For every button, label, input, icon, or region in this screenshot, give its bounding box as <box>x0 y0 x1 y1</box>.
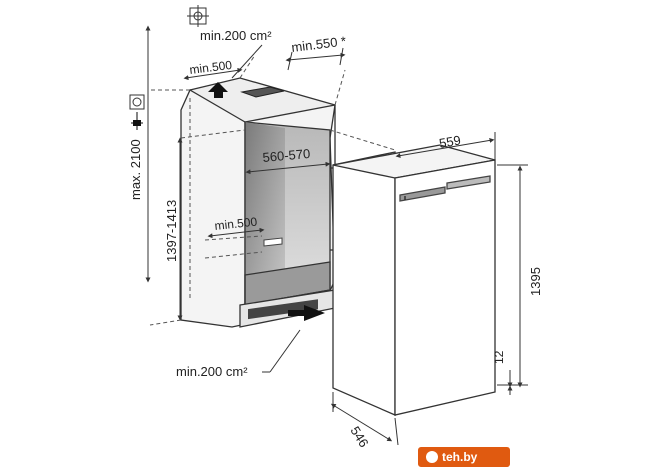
niche-width-label: 560-570 <box>262 146 311 165</box>
base-gap-label: 12 <box>492 350 506 364</box>
top-vent <box>208 82 285 98</box>
watermark: teh.by <box>418 447 510 467</box>
dimension-lines <box>145 25 528 446</box>
vent-top-label: min.200 cm² <box>200 28 272 43</box>
unit-height-label: 1395 <box>528 267 543 296</box>
bottom-vent <box>263 237 325 321</box>
niche-cabinet <box>180 77 336 328</box>
depth-top-label: min.550 * <box>291 33 347 55</box>
gap-top-label: min.500 <box>189 58 233 77</box>
plug-icon <box>131 112 143 130</box>
power-socket-icon <box>129 94 145 110</box>
wall-mount-icon <box>187 5 209 27</box>
gap-bottom-label: min.500 <box>214 215 258 233</box>
unit-depth-label: 546 <box>347 424 371 450</box>
vent-bottom-label: min.200 cm² <box>176 364 248 379</box>
watermark-text: teh.by <box>442 450 478 464</box>
appliance <box>332 144 496 416</box>
max-height-label: max. 2100 <box>128 139 143 200</box>
unit-width-label: 559 <box>438 132 462 151</box>
niche-height-label: 1397-1413 <box>164 200 179 262</box>
